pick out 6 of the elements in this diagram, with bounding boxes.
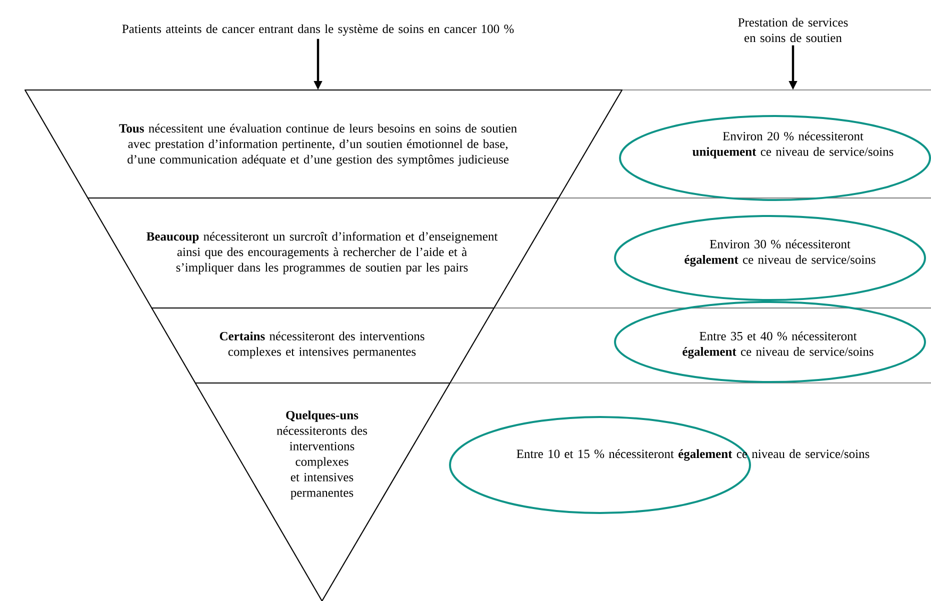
- heading-text: Prestation de services en soins de soutien: [738, 18, 848, 42]
- funnel-band: Certains nécessiteront des interventions complexes et intensives permanentes: [151, 307, 495, 384]
- funnel-band: Tous nécessitent une évaluation continue de leurs besoins en soins de soutien avec prestation d’information pertinente, d’un soutien émotionnel de base, d’une communication adéquate et d’une gestion des symptômes judicieuse: [24, 89, 623, 199]
- funnel-band: Quelques-uns nécessiteronts des interventions complexes et intensives permanentes: [194, 382, 451, 601]
- heading-text: Patients atteints de cancer entrant dans le système de soins en cancer 100 %: [122, 24, 514, 36]
- funnel-band: Beaucoup nécessiteront un surcroît d’information et d’enseignement ainsi que des encouragements à rechercher de l’aide et à s’impliquer dans les programmes de soutien par les pairs: [87, 197, 560, 309]
